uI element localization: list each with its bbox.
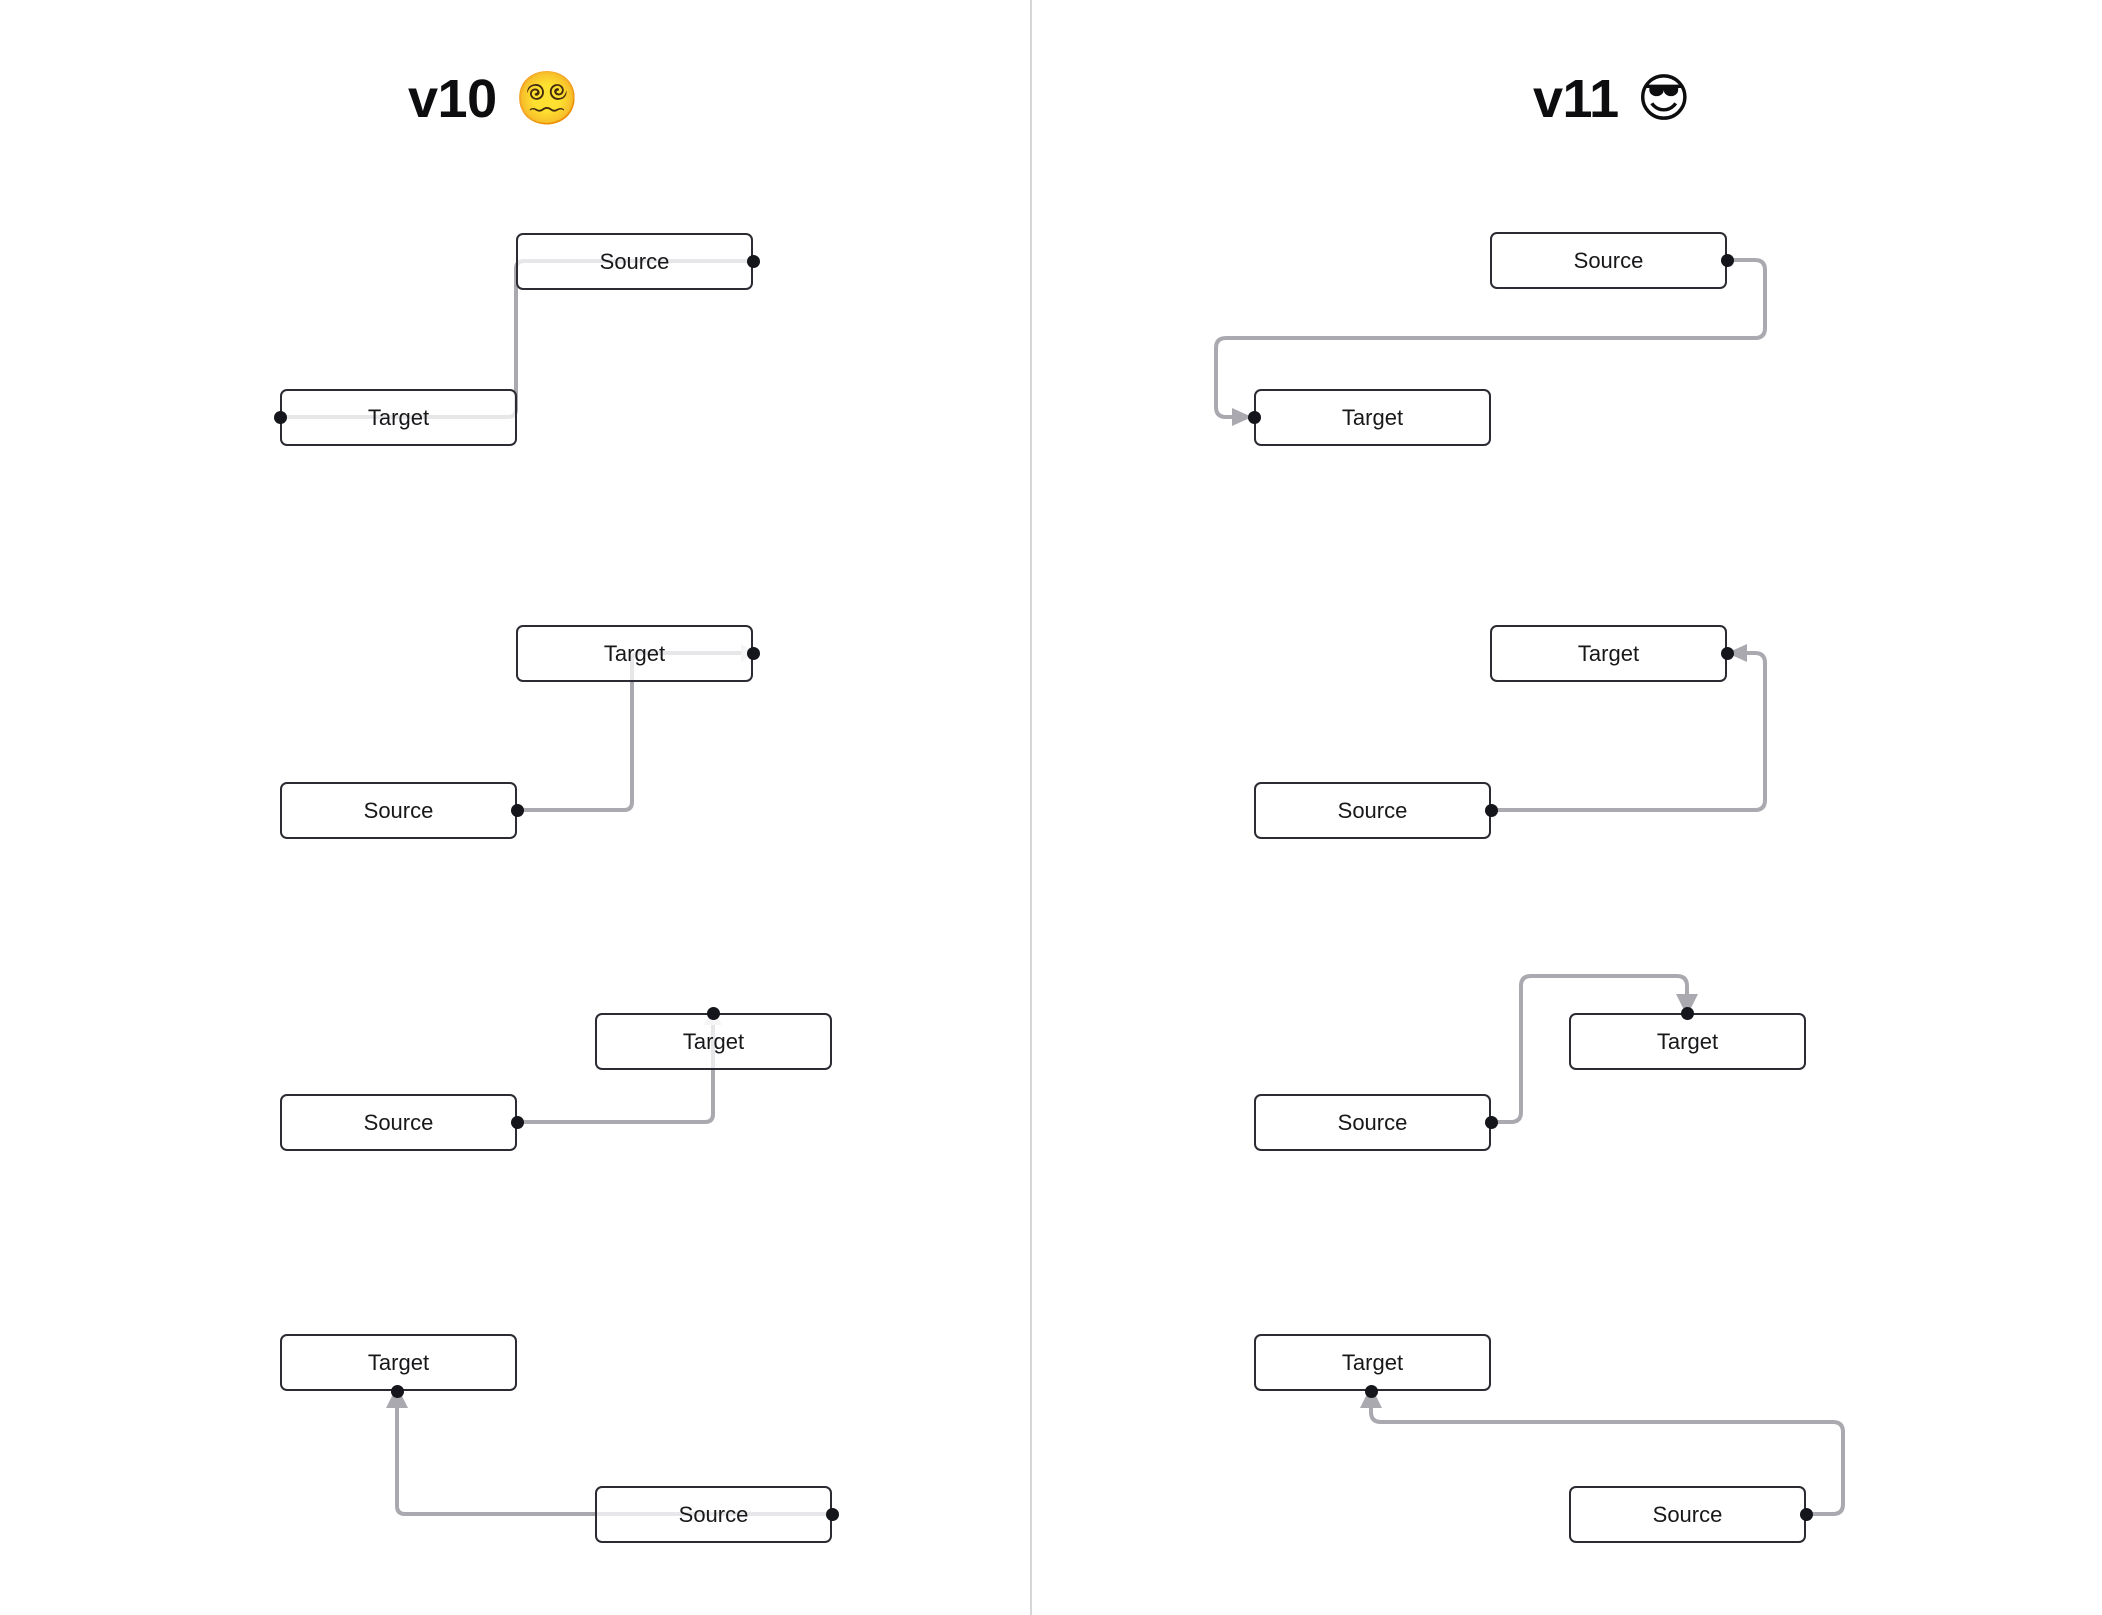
handle-target-bottom-v10-case-4[interactable] [391, 1385, 404, 1398]
arrowhead-v11-case-1 [1232, 408, 1252, 426]
handle-source-right-v10-case-1[interactable] [747, 255, 760, 268]
handle-source-right-v10-case-4[interactable] [826, 1508, 839, 1521]
edge-v11-case-1 [1214, 258, 1767, 419]
handle-target-top-v11-case-3[interactable] [1681, 1007, 1694, 1020]
sunglasses-face-emoji: 😎 [1636, 69, 1691, 129]
column-title-v11: v11 😎 [1533, 68, 1691, 130]
handle-source-right-v10-case-2[interactable] [511, 804, 524, 817]
edge-v11-case-2 [1486, 651, 1767, 812]
arrowhead-v11-case-3 [1676, 994, 1698, 1016]
arrowhead-v11-case-2 [1727, 644, 1747, 662]
handle-source-right-v10-case-3[interactable] [511, 1116, 524, 1129]
column-title-v10: v10 😵‍💫 [408, 68, 579, 130]
edge-v11-case-3 [1486, 974, 1689, 1124]
handle-source-right-v11-case-1[interactable] [1721, 254, 1734, 267]
column-title-v11-text: v11 [1533, 69, 1619, 129]
handle-source-right-v11-case-2[interactable] [1485, 804, 1498, 817]
node-target-v10-case-3[interactable]: Target [595, 1013, 832, 1070]
column-divider [1030, 0, 1032, 1615]
handle-source-right-v11-case-3[interactable] [1485, 1116, 1498, 1129]
handle-target-right-v10-case-2[interactable] [747, 647, 760, 660]
handle-source-right-v11-case-4[interactable] [1800, 1508, 1813, 1521]
edge-v10-case-3 [515, 1011, 715, 1124]
edge-v10-case-4 [395, 1392, 830, 1516]
node-target-v11-case-3[interactable]: Target [1569, 1013, 1806, 1070]
handle-target-left-v11-case-1[interactable] [1248, 411, 1261, 424]
handle-target-right-v11-case-2[interactable] [1721, 647, 1734, 660]
dizzy-face-emoji: 😵‍💫 [514, 69, 580, 129]
column-title-v10-text: v10 [408, 69, 497, 129]
edge-v11-case-4 [1369, 1398, 1845, 1516]
handle-target-bottom-v11-case-4[interactable] [1365, 1385, 1378, 1398]
handle-target-left-v10-case-1[interactable] [274, 411, 287, 424]
handle-target-top-v10-case-3[interactable] [707, 1007, 720, 1020]
